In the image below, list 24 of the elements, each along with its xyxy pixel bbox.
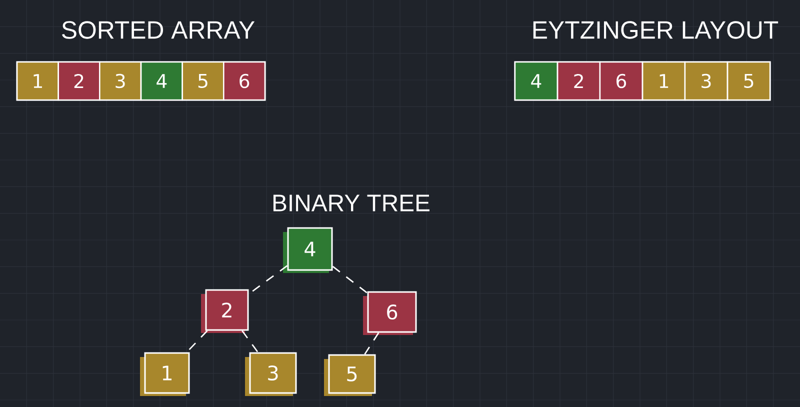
tree-node: 3 <box>245 352 297 396</box>
tree-node: 6 <box>363 291 417 335</box>
tree-node: 5 <box>324 354 376 396</box>
array-cell: 6 <box>599 61 644 101</box>
array-cell: 3 <box>684 61 728 101</box>
array-cell: 5 <box>726 61 771 101</box>
array-cell: 4 <box>140 61 183 101</box>
array-cell: 1 <box>642 61 686 101</box>
tree-node: 1 <box>140 352 190 396</box>
array-cell: 5 <box>182 61 224 101</box>
array-cell: 3 <box>99 61 142 101</box>
array-cell: 4 <box>514 61 558 101</box>
tree-node: 4 <box>283 227 333 273</box>
heading: SORTED ARRAY <box>62 21 255 39</box>
dashed-line <box>186 330 208 353</box>
array-cell: 6 <box>223 61 266 101</box>
array-cell: 2 <box>58 61 100 101</box>
dashed-line <box>332 266 368 294</box>
array-cell: 1 <box>16 61 59 101</box>
heading: EYTZINGER LAYOUT <box>533 21 778 39</box>
dashed-line <box>364 332 380 355</box>
dashed-line <box>242 330 258 353</box>
tree-node: 2 <box>201 289 249 333</box>
array-cell: 2 <box>556 61 601 101</box>
